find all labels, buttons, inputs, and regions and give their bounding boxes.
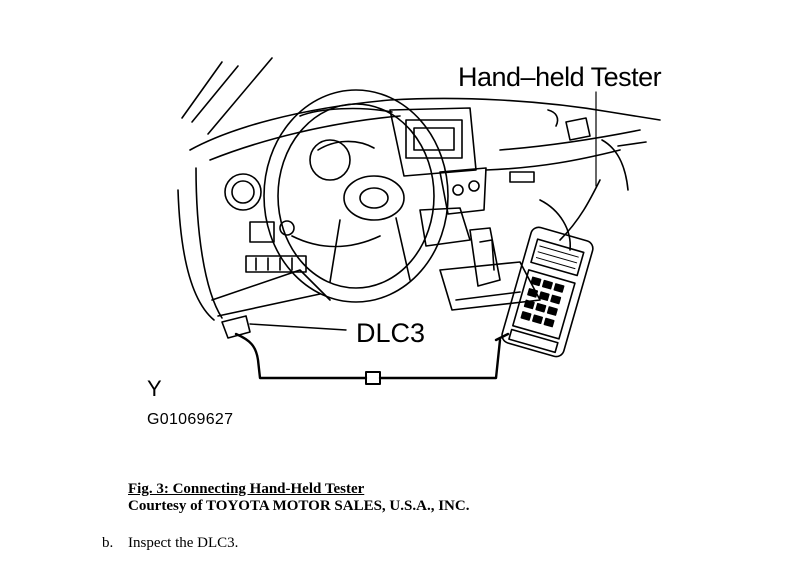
figure-connecting-tester: Hand–held Tester DLC3 Y G01069627 bbox=[147, 57, 662, 428]
step-marker: b. bbox=[102, 535, 114, 551]
dashboard-illustration bbox=[177, 57, 661, 385]
figure-code: G01069627 bbox=[147, 411, 234, 428]
step-item: b. Inspect the DLC3. bbox=[102, 535, 238, 552]
caption-credit: Courtesy of TOYOTA MOTOR SALES, U.S.A., … bbox=[128, 498, 470, 514]
figure-letter: Y bbox=[147, 376, 162, 401]
caption-title: Fig. 3: Connecting Hand-Held Tester bbox=[128, 481, 365, 497]
dlc3-callout-label: DLC3 bbox=[356, 318, 426, 348]
tester-callout-label: Hand–held Tester bbox=[458, 62, 662, 92]
figure-caption: Fig. 3: Connecting Hand-Held Tester Cour… bbox=[128, 481, 469, 515]
step-text: Inspect the DLC3. bbox=[128, 535, 239, 551]
